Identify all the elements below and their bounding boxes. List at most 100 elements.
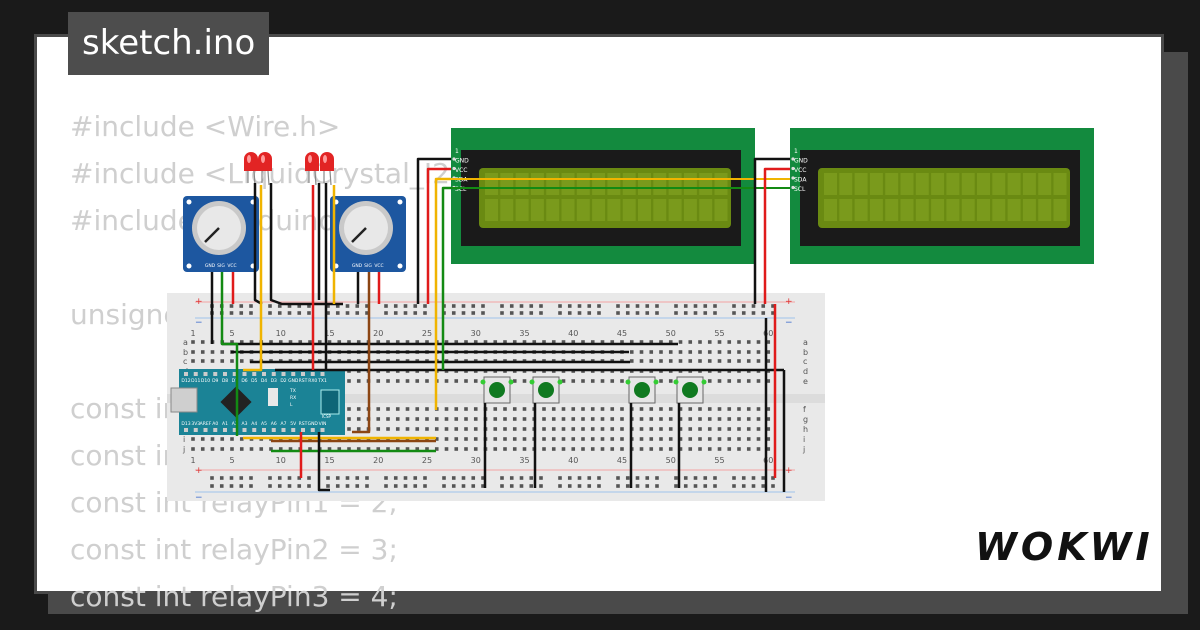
reset-button-icon [268,388,278,406]
breadboard-hole [590,437,595,441]
lcd-pin-label: SCL [455,186,467,193]
rail-hole [239,311,244,315]
breadboard-hole [707,427,712,431]
wire [416,157,451,304]
breadboard-hole [688,437,693,441]
led-highlight [261,155,265,163]
breadboard-hole [542,447,546,451]
breadboard-hole [493,447,498,451]
arduino-pin-bottom [271,428,276,432]
rail-hole [355,311,360,315]
breadboard-hole [717,437,722,441]
breadboard-hole [610,427,615,431]
row-letter-left: a [183,338,188,347]
breadboard-hole [649,447,654,451]
led-highlight [247,155,251,163]
breadboard-hole [347,379,351,383]
breadboard-hole [639,359,644,363]
rail-hole [529,311,534,315]
column-number-top: 20 [373,329,383,338]
rail-hole [307,476,311,480]
breadboard-hole [629,350,634,354]
breadboard-hole [737,340,741,344]
rail-hole [539,476,543,480]
breadboard-hole [668,379,673,383]
row-letter-right: e [803,377,808,386]
rail-hole [645,476,650,480]
arduino-pin-bottom [232,428,237,432]
breadboard-hole [522,379,527,383]
row-letter-left: c [183,357,187,366]
breadboard-hole [688,340,693,344]
rail-hole [732,476,736,480]
breadboard-hole [620,407,624,411]
breadboard-hole [464,447,468,451]
column-number-top: 30 [471,329,481,338]
breadboard-hole [347,447,351,451]
breadboard-hole [425,407,429,411]
breadboard-hole [590,427,595,431]
breadboard-hole [473,340,478,344]
breadboard-hole [639,350,644,354]
breadboard-hole [434,447,439,451]
rail-hole [345,476,350,480]
breadboard-hole [191,350,195,354]
breadboard-hole [444,379,449,383]
rail-hole [625,476,630,480]
rail-hole [365,304,369,308]
column-number-bottom: 10 [276,456,286,465]
breadboard-hole [551,417,556,421]
button-pin [508,379,514,385]
rail-plus-label: + [785,297,793,307]
rail-hole [693,304,698,308]
rail-hole [229,484,234,488]
breadboard-hole [727,447,732,451]
breadboard-hole [551,407,556,411]
rail-hole [645,311,650,315]
rail-hole [403,304,408,308]
breadboard-hole [288,340,293,344]
breadboard-hole [649,350,654,354]
breadboard-hole [659,447,663,451]
breadboard-hole [230,437,234,441]
rail-hole [558,304,562,308]
breadboard-hole [512,427,517,431]
arduino-pin-label-bottom: A3 [242,421,248,427]
pot-pin-label: VCC [227,263,236,269]
breadboard-hole [220,437,225,441]
breadboard-hole [200,437,205,441]
rail-hole [751,484,756,488]
rail-hole [635,304,640,308]
breadboard-hole [649,437,654,441]
rail-hole [249,304,253,308]
breadboard-hole [395,379,400,383]
arduino-pin-top [232,372,237,376]
breadboard-hole [493,437,498,441]
breadboard-hole [337,447,342,451]
rail-hole [239,476,244,480]
breadboard-hole [610,417,615,421]
led-leg [314,170,317,186]
rail-hole [587,484,592,488]
rail-hole [519,476,524,480]
breadboard-hole [620,340,624,344]
rail-hole [210,476,214,480]
rail-hole [287,476,292,480]
led-leg [267,170,270,186]
breadboard-hole [698,350,702,354]
column-number-top: 15 [324,329,334,338]
arduino-pin-label-bottom: A5 [261,421,267,427]
rail-hole [481,484,485,488]
pot-knob-indicator [351,227,367,243]
breadboard-hole [220,447,225,451]
breadboard-hole [512,340,517,344]
breadboard-hole [444,417,449,421]
rail-hole [674,476,678,480]
breadboard-hole [639,427,644,431]
led [258,152,272,186]
breadboard-hole [707,379,712,383]
breadboard-hole [727,350,732,354]
arduino-pin-top [242,372,247,376]
breadboard-hole [395,340,400,344]
